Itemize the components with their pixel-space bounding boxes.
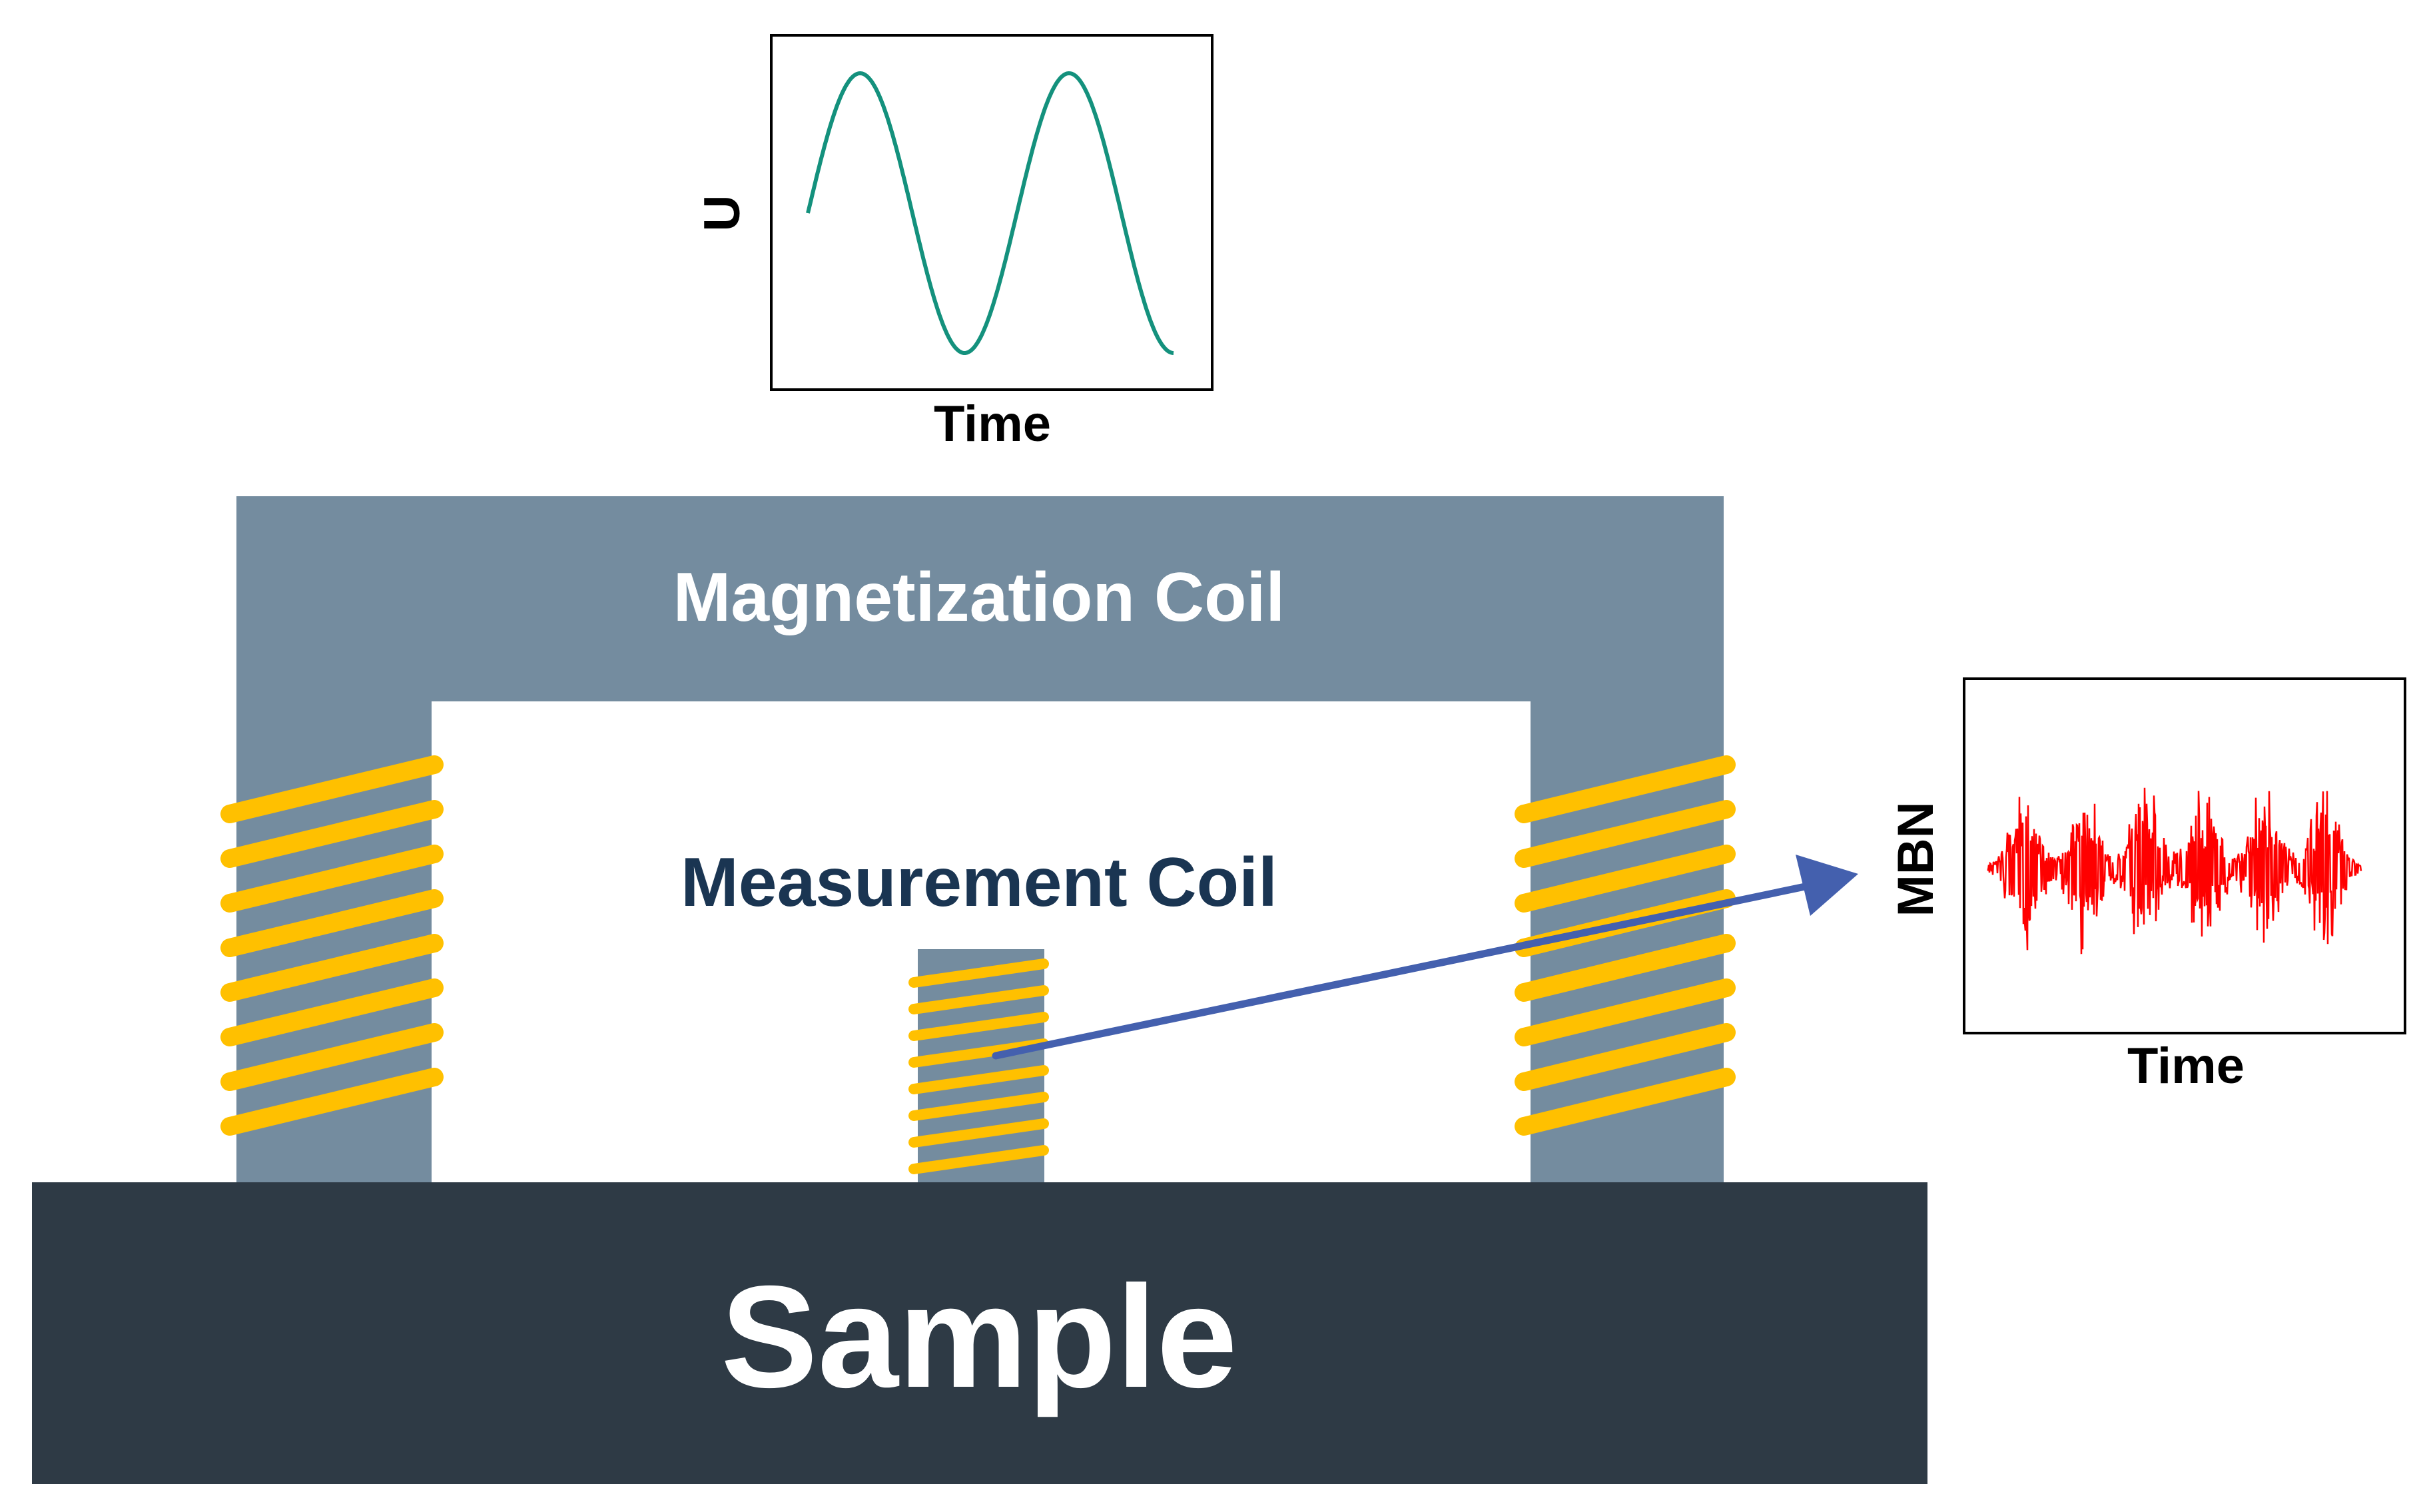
winding-turn [1515,845,1736,913]
left-coil-winding [220,755,444,1136]
sample-block [32,1182,1927,1484]
winding-turn [1515,1068,1736,1136]
winding-turn [908,958,1049,988]
winding-turn [1515,1023,1736,1091]
winding-turn [908,1118,1049,1148]
excitation-sine-curve [806,71,1175,355]
winding-turn [1515,755,1736,823]
mbn-noise-signal [1987,787,2362,954]
winding-turn [908,1065,1049,1094]
magnetization-coil-label: Magnetization Coil [673,559,1285,636]
excitation-voltage-plot: U Time [694,34,1214,452]
winding-turn [908,1092,1049,1121]
winding-turn [220,755,444,823]
winding-turn [1515,978,1736,1046]
signal-arrow [992,855,1858,1060]
mbn-signal-plot: MBN Time [1888,677,2406,1094]
excitation-plot-frame [770,34,1214,391]
winding-turn [220,800,444,868]
winding-turn [220,1068,444,1136]
winding-turn [908,985,1049,1014]
excitation-plot-xlabel: Time [934,396,1051,452]
mbn-plot-ylabel: MBN [1888,801,1944,917]
winding-turn [220,1023,444,1091]
sample-label: Sample [721,1256,1237,1418]
winding-turn [220,889,444,957]
winding-turn [1515,800,1736,868]
mbn-plot-xlabel: Time [2127,1038,2245,1094]
measurement-coil-label: Measurement Coil [681,844,1277,921]
winding-turn [908,1012,1049,1041]
winding-turn [1515,934,1736,1002]
winding-turn [220,978,444,1046]
winding-turn [908,1145,1049,1174]
magnetization-yoke [236,496,1724,1182]
winding-turn [220,934,444,1002]
excitation-plot-ylabel: U [694,195,751,232]
winding-turn [220,845,444,913]
